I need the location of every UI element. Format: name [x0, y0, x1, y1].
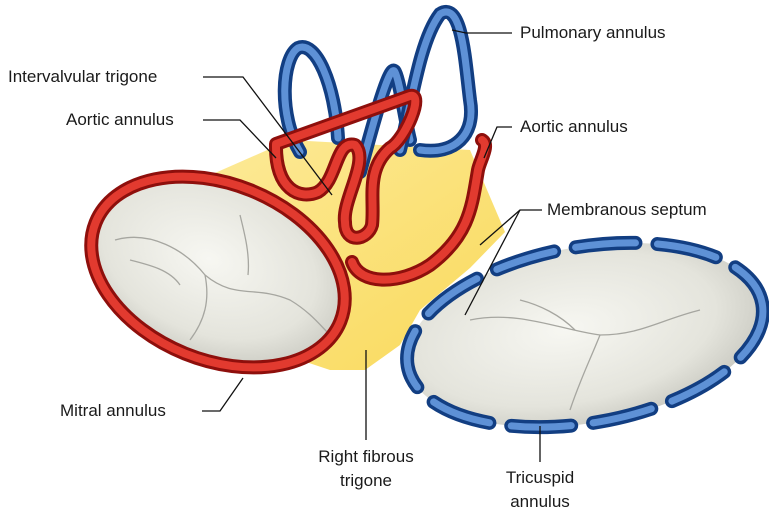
label-tricuspid-annulus-line1: Tricuspid [480, 466, 600, 490]
label-right-fibrous-trigone-line1: Right fibrous [296, 445, 436, 469]
label-intervalvular-trigone: Intervalvular trigone [8, 67, 157, 87]
label-membranous-septum: Membranous septum [547, 200, 707, 220]
leader-mitral-annulus [202, 378, 243, 411]
label-tricuspid-annulus: Tricuspid annulus [480, 466, 600, 514]
label-aortic-annulus-right: Aortic annulus [520, 117, 628, 137]
label-right-fibrous-trigone-line2: trigone [296, 469, 436, 493]
label-mitral-annulus: Mitral annulus [60, 401, 166, 421]
label-pulmonary-annulus: Pulmonary annulus [520, 23, 666, 43]
label-tricuspid-annulus-line2: annulus [480, 490, 600, 514]
label-aortic-annulus-left: Aortic annulus [66, 110, 174, 130]
label-right-fibrous-trigone: Right fibrous trigone [296, 445, 436, 493]
